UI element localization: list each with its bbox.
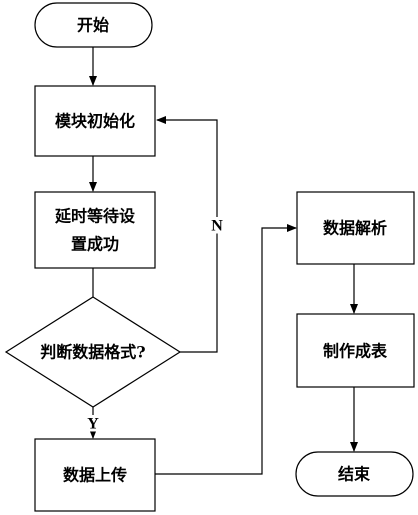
edge-label-no: N bbox=[211, 218, 223, 235]
start-label: 开始 bbox=[77, 16, 109, 35]
report-process-shape bbox=[296, 313, 415, 388]
delay-label-line1: 延时等待设 bbox=[54, 207, 136, 226]
node-parse: 数据解析 bbox=[296, 191, 415, 265]
edge-upload-to-parse bbox=[155, 224, 297, 475]
check-decision-shape bbox=[4, 296, 182, 408]
init-label: 模块初始化 bbox=[55, 112, 135, 131]
edge-check-no-to-init bbox=[156, 116, 218, 353]
end-label: 结束 bbox=[337, 465, 371, 484]
start-terminal-shape bbox=[34, 2, 153, 48]
check-label: 判断数据格式? bbox=[40, 343, 145, 362]
upload-process-shape bbox=[34, 438, 156, 512]
upload-label: 数据上传 bbox=[63, 466, 127, 485]
delay-process-shape bbox=[34, 191, 156, 269]
init-process-shape bbox=[34, 85, 156, 157]
node-start: 开始 bbox=[34, 2, 153, 48]
node-upload: 数据上传 bbox=[34, 438, 156, 512]
node-report: 制作成表 bbox=[296, 313, 415, 388]
end-terminal-shape bbox=[295, 451, 414, 497]
parse-label: 数据解析 bbox=[323, 219, 387, 238]
edge-label-yes: Y bbox=[87, 416, 99, 433]
node-end: 结束 bbox=[295, 451, 414, 497]
delay-label-line2: 置成功 bbox=[71, 235, 119, 254]
node-delay: 延时等待设 置成功 bbox=[34, 191, 156, 269]
report-label: 制作成表 bbox=[323, 342, 388, 361]
node-check: 判断数据格式? bbox=[4, 296, 182, 408]
node-init: 模块初始化 bbox=[34, 85, 156, 157]
parse-process-shape bbox=[296, 191, 415, 265]
